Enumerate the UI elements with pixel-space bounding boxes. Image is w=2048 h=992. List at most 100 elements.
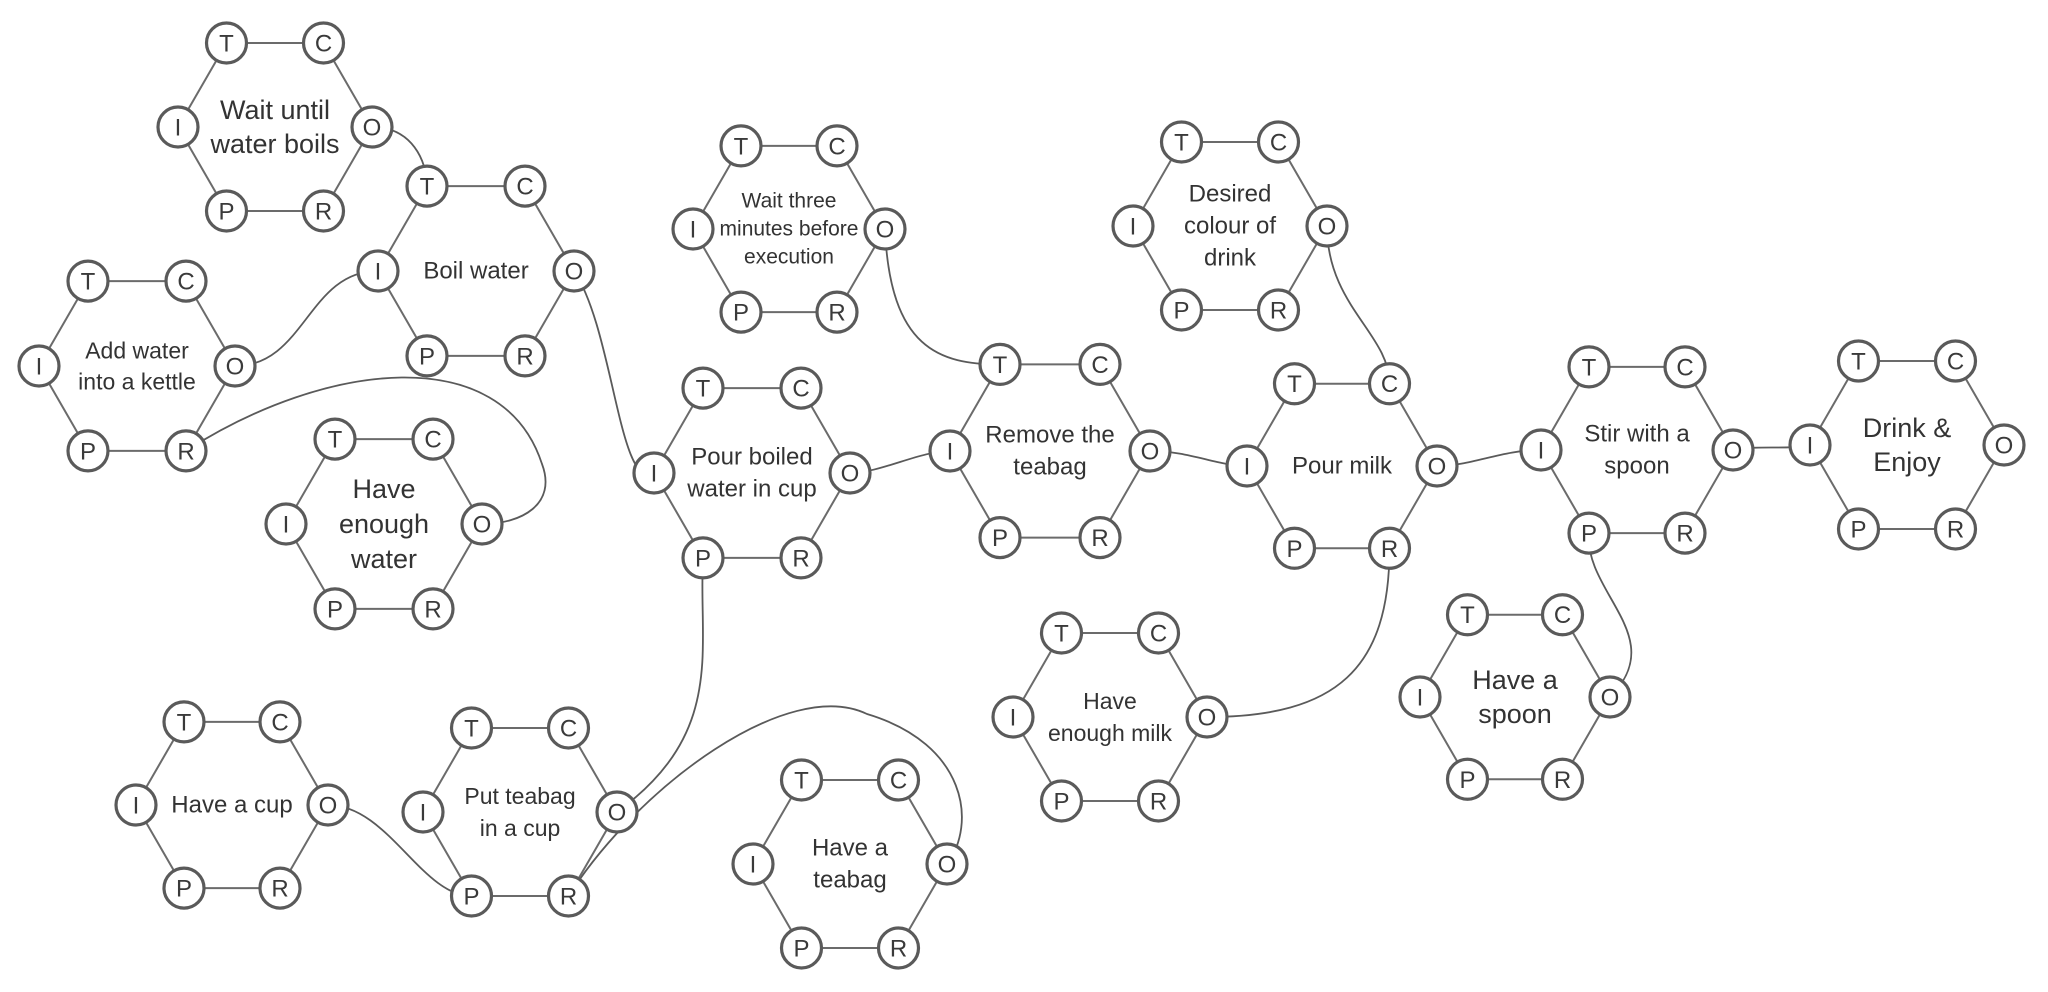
port-P[interactable]: P [66, 429, 110, 473]
port-R[interactable]: R [1540, 757, 1585, 801]
port-P[interactable]: P [313, 587, 357, 631]
port-R[interactable]: R [301, 189, 346, 233]
port-T[interactable]: T [204, 21, 249, 65]
port-R[interactable]: R [815, 290, 859, 334]
port-C[interactable]: C [546, 706, 591, 750]
port-R[interactable]: R [1256, 288, 1301, 332]
port-I[interactable]: I [356, 249, 400, 293]
port-T[interactable]: T [449, 706, 494, 750]
port-R[interactable]: R [1933, 507, 1978, 551]
port-I[interactable]: I [1788, 423, 1832, 467]
port-P[interactable]: P [779, 926, 824, 970]
port-T[interactable]: T [1567, 345, 1611, 389]
port-C[interactable]: C [1367, 362, 1412, 406]
port-circle [405, 164, 449, 208]
port-T[interactable]: T [681, 366, 725, 410]
port-O[interactable]: O [595, 790, 639, 834]
port-C[interactable]: C [1933, 339, 1978, 383]
port-R[interactable]: R [876, 926, 921, 970]
port-C[interactable]: C [258, 700, 302, 744]
port-P[interactable]: P [1039, 779, 1084, 823]
port-P[interactable]: P [204, 189, 249, 233]
port-C[interactable]: C [779, 366, 823, 410]
port-P[interactable]: P [1272, 526, 1317, 570]
port-O[interactable]: O [306, 783, 350, 827]
port-circle [1136, 779, 1181, 823]
node-label-line: spoon [1478, 699, 1552, 729]
port-O[interactable]: O [1305, 204, 1349, 248]
port-T[interactable]: T [1159, 120, 1204, 164]
port-T[interactable]: T [1039, 611, 1084, 655]
port-I[interactable]: I [1225, 444, 1269, 488]
port-O[interactable]: O [213, 344, 257, 388]
port-I[interactable]: I [731, 842, 775, 886]
port-O[interactable]: O [925, 842, 969, 886]
port-C[interactable]: C [1256, 120, 1301, 164]
port-I[interactable]: I [401, 790, 445, 834]
port-I[interactable]: I [264, 502, 308, 546]
port-P[interactable]: P [978, 516, 1022, 560]
port-I[interactable]: I [632, 451, 676, 495]
port-O[interactable]: O [828, 451, 872, 495]
port-I[interactable]: I [991, 695, 1035, 739]
port-O[interactable]: O [552, 249, 596, 293]
port-O[interactable]: O [1415, 444, 1459, 488]
port-C[interactable]: C [876, 758, 921, 802]
port-C[interactable]: C [164, 259, 208, 303]
port-R[interactable]: R [1663, 511, 1707, 555]
port-C[interactable]: C [1540, 593, 1585, 637]
port-T[interactable]: T [405, 164, 449, 208]
port-C[interactable]: C [1136, 611, 1181, 655]
port-I[interactable]: I [1519, 428, 1563, 472]
port-O[interactable]: O [350, 105, 394, 149]
port-P[interactable]: P [162, 866, 206, 910]
port-C[interactable]: C [1663, 345, 1707, 389]
port-C[interactable]: C [503, 164, 547, 208]
port-C[interactable]: C [1078, 342, 1122, 386]
port-I[interactable]: I [1398, 675, 1442, 719]
port-I[interactable]: I [114, 783, 158, 827]
port-P[interactable]: P [405, 334, 449, 378]
port-R[interactable]: R [546, 874, 591, 918]
port-R[interactable]: R [1078, 516, 1122, 560]
port-P[interactable]: P [1445, 757, 1490, 801]
port-R[interactable]: R [503, 334, 547, 378]
port-C[interactable]: C [815, 124, 859, 168]
port-O[interactable]: O [460, 502, 504, 546]
port-R[interactable]: R [779, 536, 823, 580]
port-T[interactable]: T [978, 342, 1022, 386]
port-C[interactable]: C [301, 21, 346, 65]
port-O[interactable]: O [1128, 429, 1172, 473]
port-I[interactable]: I [928, 429, 972, 473]
port-R[interactable]: R [164, 429, 208, 473]
port-T[interactable]: T [1836, 339, 1881, 383]
port-I[interactable]: I [1111, 204, 1155, 248]
port-R[interactable]: R [258, 866, 302, 910]
port-letter: I [1807, 433, 1814, 460]
port-I[interactable]: I [671, 207, 715, 251]
port-T[interactable]: T [313, 417, 357, 461]
port-T[interactable]: T [1445, 593, 1490, 637]
port-P[interactable]: P [1836, 507, 1881, 551]
port-O[interactable]: O [863, 207, 907, 251]
port-P[interactable]: P [449, 874, 494, 918]
port-P[interactable]: P [719, 290, 763, 334]
port-P[interactable]: P [1567, 511, 1611, 555]
port-T[interactable]: T [779, 758, 824, 802]
port-C[interactable]: C [411, 417, 455, 461]
port-R[interactable]: R [1367, 526, 1412, 570]
port-I[interactable]: I [156, 105, 200, 149]
port-I[interactable]: I [17, 344, 61, 388]
port-T[interactable]: T [162, 700, 206, 744]
port-R[interactable]: R [411, 587, 455, 631]
port-O[interactable]: O [1588, 675, 1632, 719]
port-O[interactable]: O [1711, 428, 1755, 472]
port-P[interactable]: P [1159, 288, 1204, 332]
port-T[interactable]: T [66, 259, 110, 303]
port-T[interactable]: T [1272, 362, 1317, 406]
port-O[interactable]: O [1185, 695, 1229, 739]
port-T[interactable]: T [719, 124, 763, 168]
port-R[interactable]: R [1136, 779, 1181, 823]
port-P[interactable]: P [681, 536, 725, 580]
port-O[interactable]: O [1982, 423, 2026, 467]
